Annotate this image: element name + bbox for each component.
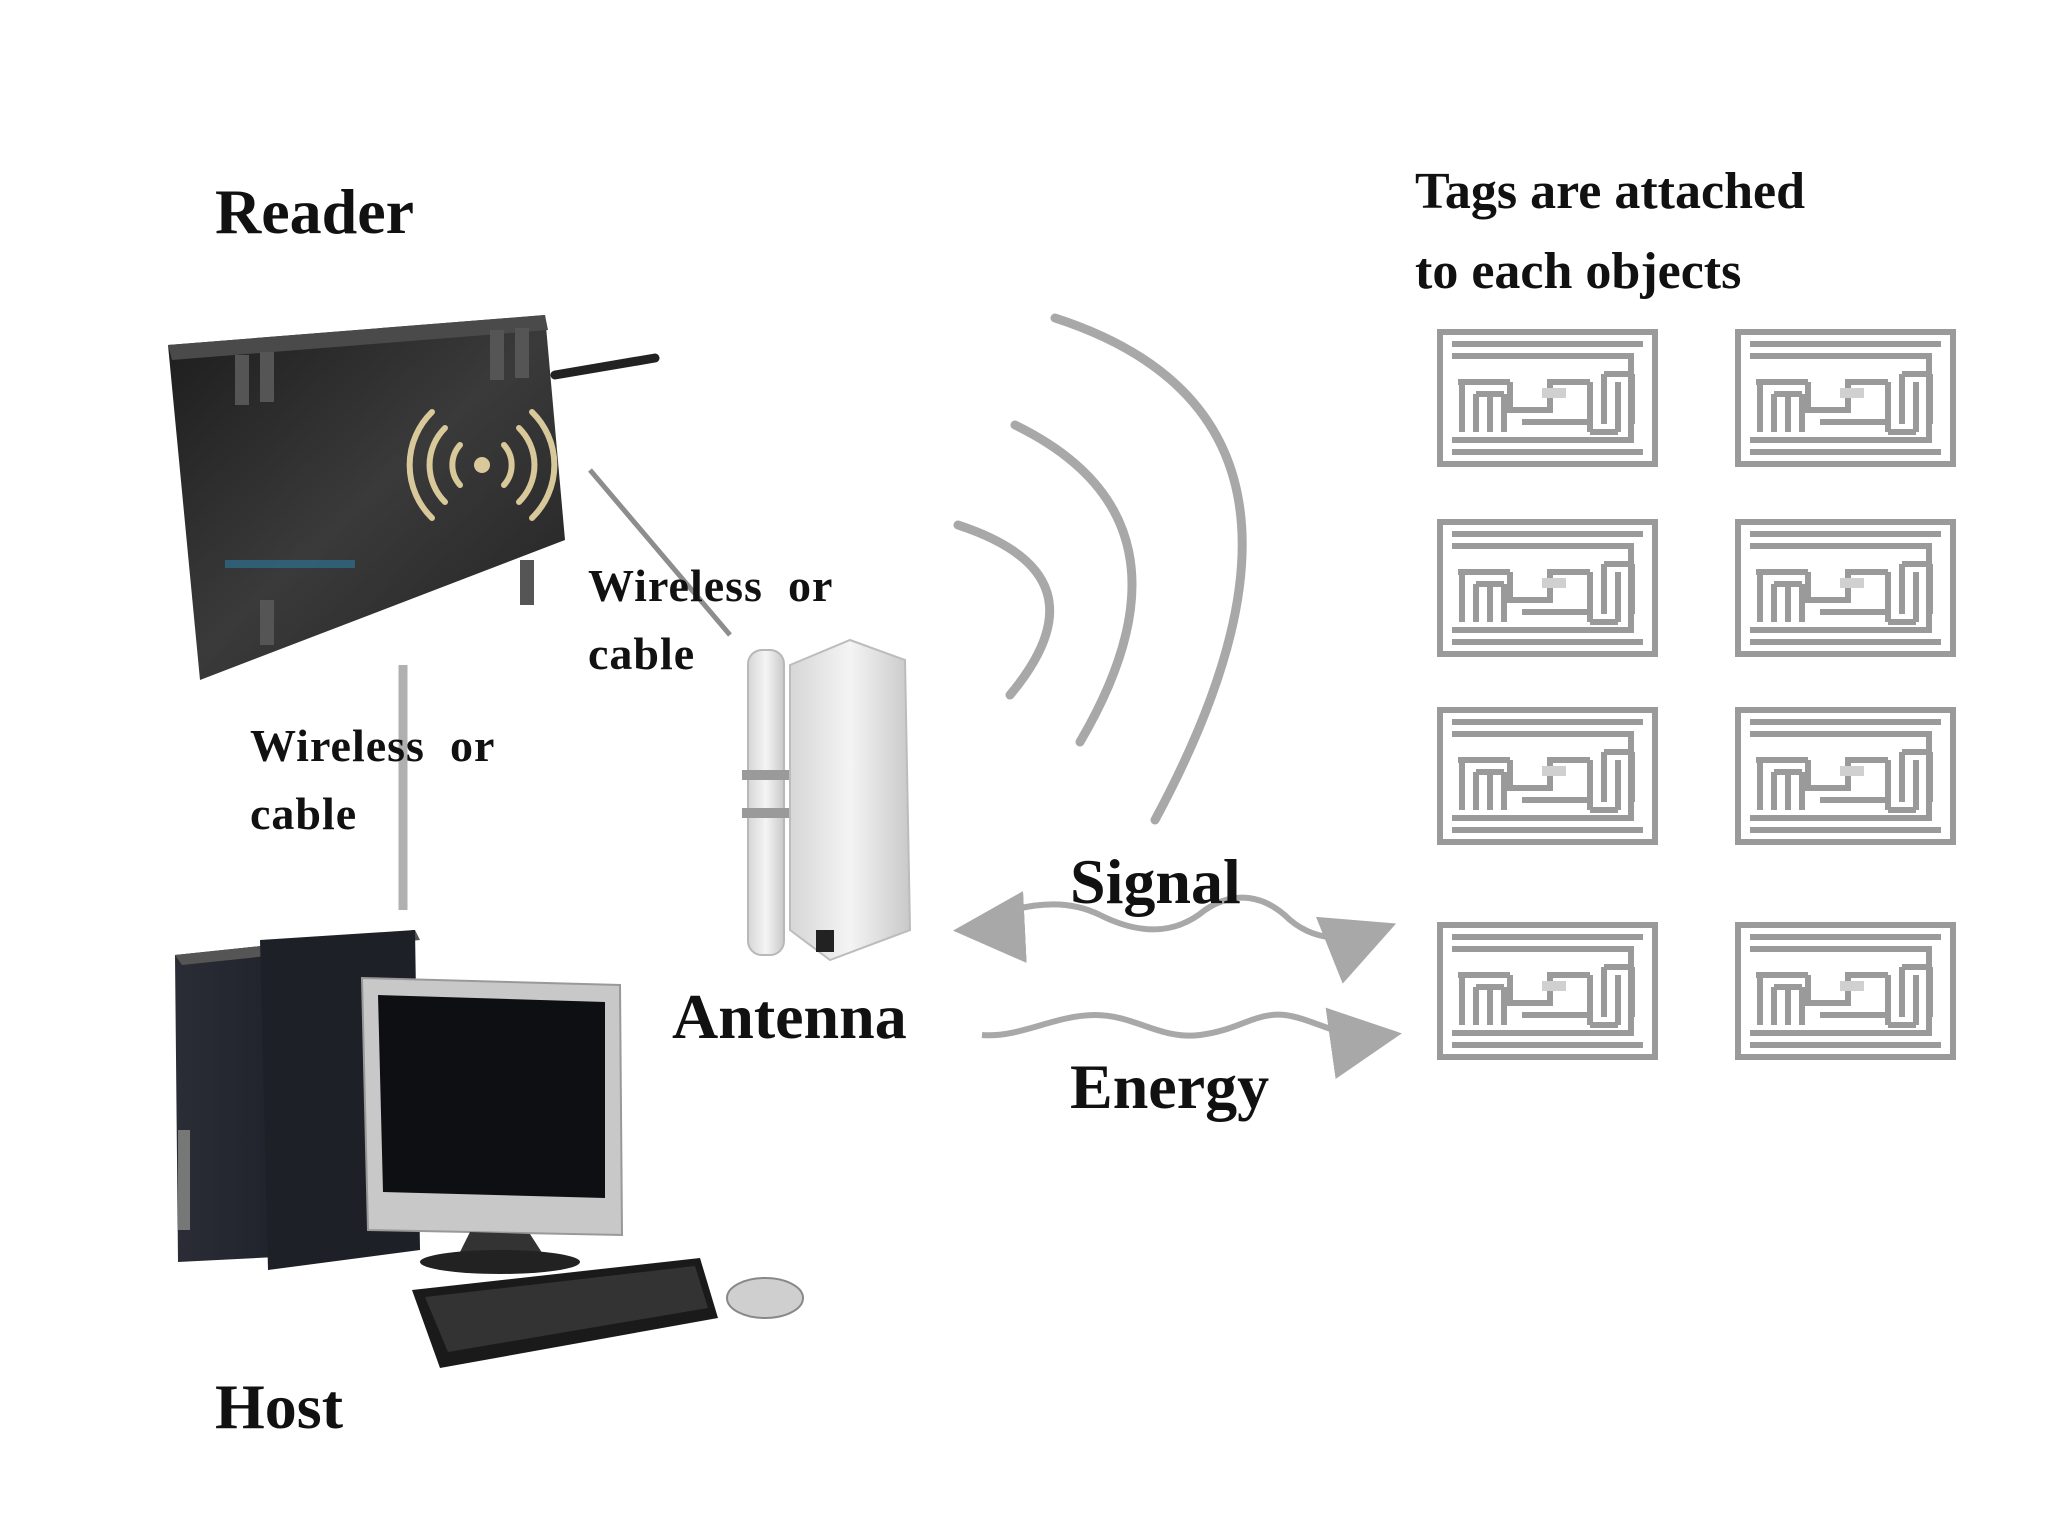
reader-antenna-link-label: Wireless or cable [588, 552, 833, 688]
host-computer [175, 930, 804, 1368]
reader-host-link-line2: cable [250, 788, 358, 839]
reader-antenna-link-line2: cable [588, 628, 696, 679]
reader-antenna-link-line1: Wireless or [588, 560, 834, 611]
rfid-tag [1735, 922, 1956, 1060]
tag-antenna-pattern [1437, 922, 1658, 1060]
tag-chip [1840, 981, 1864, 991]
mouse [726, 1277, 804, 1319]
antenna-label: Antenna [672, 981, 907, 1052]
rfid-wave-logo [406, 409, 558, 521]
reader-cable [550, 353, 660, 380]
antenna-device [742, 638, 912, 962]
tag-antenna-pattern [1437, 519, 1658, 657]
tag-chip [1840, 388, 1864, 398]
rfid-tag [1735, 707, 1956, 845]
signal-arrow [953, 891, 1397, 984]
energy-label: Energy [1070, 1051, 1270, 1122]
radio-waves [953, 313, 1247, 825]
rfid-tag [1437, 519, 1658, 657]
signal-label: Signal [1070, 846, 1241, 917]
tag-chip [1542, 578, 1566, 588]
rfid-tag [1437, 707, 1658, 845]
host-label: Host [215, 1371, 343, 1442]
tag-chip [1542, 388, 1566, 398]
tag-chip [1542, 981, 1566, 991]
reader-device [168, 315, 660, 680]
tag-antenna-pattern [1735, 707, 1956, 845]
rfid-tag [1437, 922, 1658, 1060]
tag-antenna-pattern [1437, 707, 1658, 845]
rfid-tag [1437, 329, 1658, 467]
reader-host-link-line1: Wireless or [250, 720, 496, 771]
tags-caption-line1: Tags are attached [1415, 163, 1805, 220]
tag-chip [1840, 578, 1864, 588]
reader-antenna-link-line [588, 468, 732, 637]
tag-chip [1542, 766, 1566, 776]
tag-antenna-pattern [1735, 329, 1956, 467]
tag-antenna-pattern [1735, 922, 1956, 1060]
monitor [360, 976, 624, 1274]
rfid-tag [1735, 329, 1956, 467]
energy-arrow [981, 1007, 1402, 1079]
tag-chip [1840, 766, 1864, 776]
keyboard [412, 1258, 718, 1368]
reader-label: Reader [215, 176, 415, 247]
reader-host-link-label: Wireless or cable [250, 712, 495, 848]
tag-antenna-pattern [1735, 519, 1956, 657]
tags-caption-line2: to each objects [1415, 243, 1742, 300]
tag-antenna-pattern [1437, 329, 1658, 467]
tags-caption: Tags are attached to each objects [1415, 152, 1805, 312]
rfid-tag [1735, 519, 1956, 657]
